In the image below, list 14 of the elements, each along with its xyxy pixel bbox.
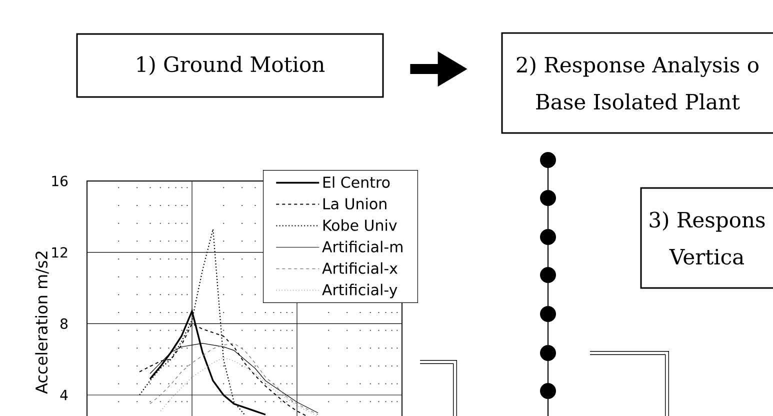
legend-label: El Centro	[323, 176, 390, 188]
process-box: 3) Respons Vertica	[640, 187, 773, 289]
y-tick-label: 12	[52, 247, 68, 258]
y-tick-label: 8	[60, 318, 68, 329]
legend-label: La Union	[323, 198, 386, 210]
y-tick-label: 16	[52, 176, 68, 186]
y-axis-title: Acceleration m/s2	[35, 252, 49, 394]
y-tick-label: 4	[60, 390, 68, 400]
legend-label: Artificial-x	[322, 262, 398, 274]
process-box: 1) Ground Motion	[76, 33, 384, 98]
process-box: 2) Response Analysis o Base Isolated Plant	[501, 32, 773, 134]
legend-label: Kobe Univ	[323, 219, 397, 231]
legend-label: Artificial-m	[322, 240, 402, 252]
legend-label: Artificial-y	[322, 284, 398, 298]
